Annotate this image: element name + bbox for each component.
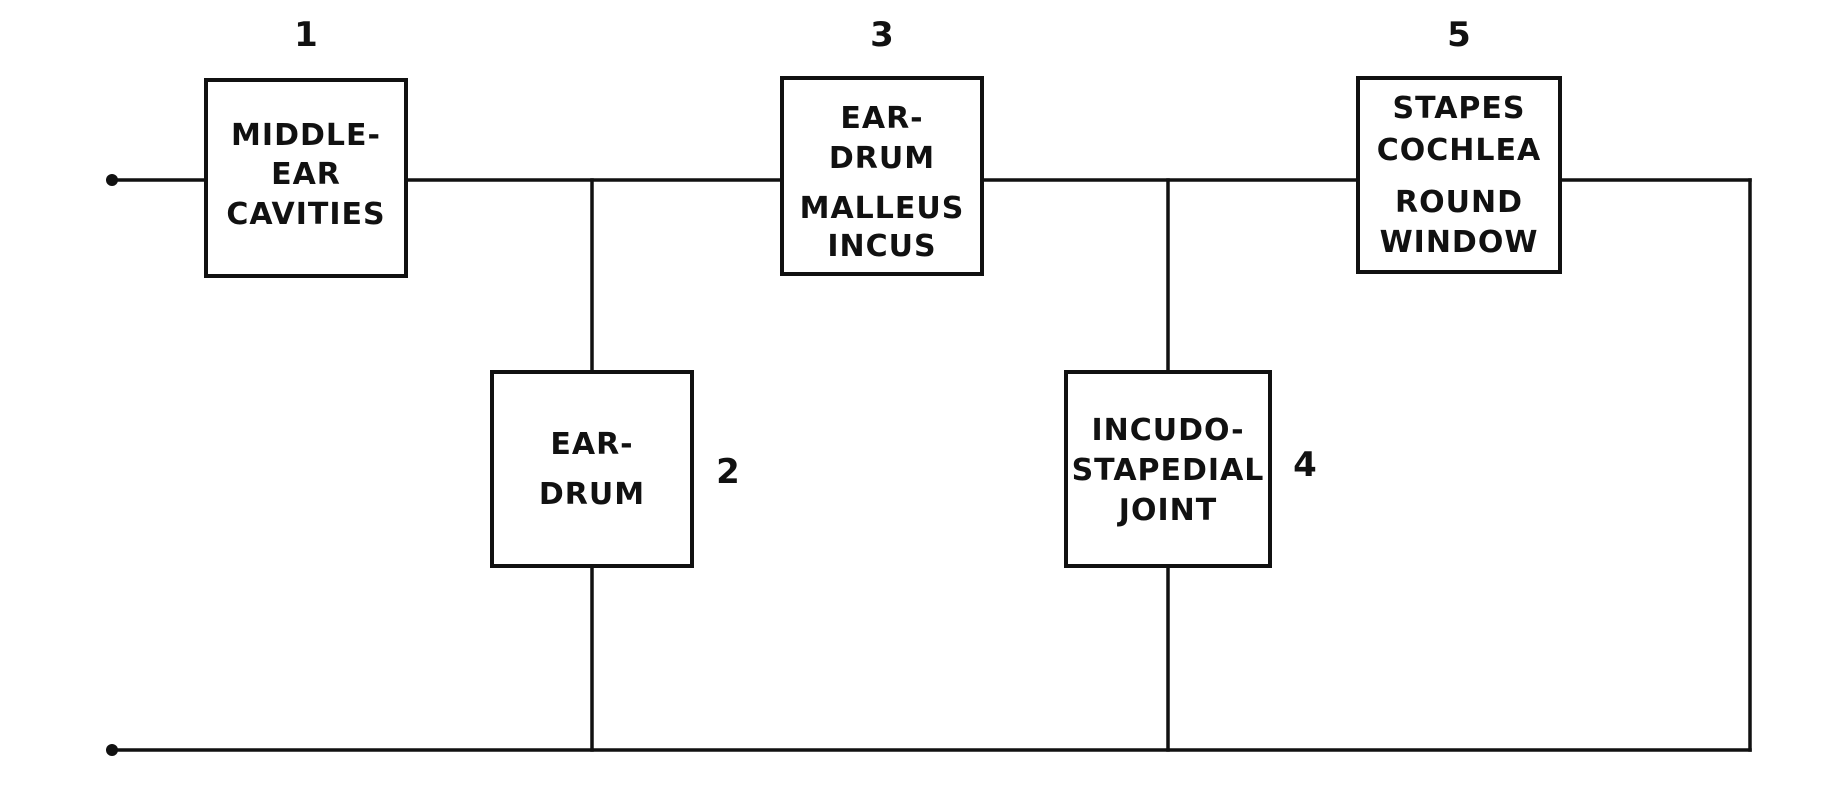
block-5-label-line-2: COCHLEA: [1377, 133, 1541, 168]
block-1-label-line-3: CAVITIES: [226, 197, 385, 232]
block-5-label-line-1: STAPES: [1392, 91, 1525, 126]
block-2-label-line-1: EAR-: [550, 427, 633, 462]
block-3-box: [780, 76, 984, 276]
block-4-number: 4: [1293, 445, 1317, 485]
block-1: MIDDLE- EAR CAVITIES 1: [204, 15, 408, 278]
block-5-number: 5: [1447, 15, 1471, 55]
block-5-label-line-4: WINDOW: [1380, 225, 1539, 260]
block-1-number: 1: [294, 15, 318, 55]
block-2: EAR- DRUM 2: [490, 370, 740, 568]
input-terminal-bottom: [106, 744, 118, 756]
block-3: EAR- DRUM MALLEUS INCUS 3: [780, 15, 984, 276]
block-4-label-line-3: JOINT: [1117, 493, 1217, 528]
block-4-label-line-1: INCUDO-: [1091, 413, 1244, 448]
block-3-label-line-3: MALLEUS: [800, 191, 965, 226]
block-1-box: [204, 78, 408, 278]
block-1-label-line-2: EAR: [271, 157, 341, 192]
block-3-label-line-4: INCUS: [827, 229, 936, 264]
block-4-box: [1064, 370, 1272, 568]
block-3-number: 3: [870, 15, 894, 55]
block-2-label-line-2: DRUM: [539, 477, 645, 512]
block-4: INCUDO- STAPEDIAL JOINT 4: [1064, 370, 1317, 568]
block-3-label-line-1: EAR-: [840, 101, 923, 136]
block-1-label-line-1: MIDDLE-: [231, 118, 381, 153]
block-4-label-line-2: STAPEDIAL: [1072, 453, 1265, 488]
input-terminal-top: [106, 174, 118, 186]
block-2-number: 2: [716, 452, 740, 492]
block-2-box: [490, 370, 694, 568]
block-5-box: [1356, 76, 1562, 274]
wires: [110, 178, 1752, 752]
block-3-label-line-2: DRUM: [829, 141, 935, 176]
block-5: STAPES COCHLEA ROUND WINDOW 5: [1356, 15, 1562, 274]
block-5-label-line-3: ROUND: [1395, 185, 1523, 220]
